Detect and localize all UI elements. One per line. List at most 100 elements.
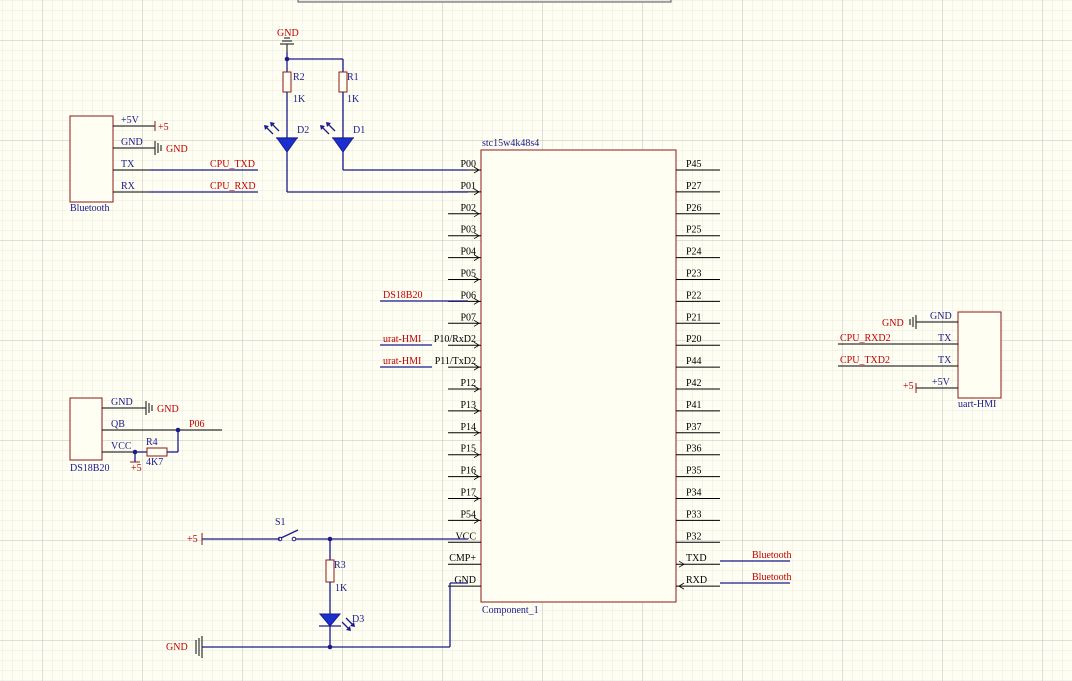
bluetooth-power-label: +5 xyxy=(158,122,169,133)
bluetooth-name: Bluetooth xyxy=(70,203,109,214)
mcu-left-pin-label: P06 xyxy=(460,290,476,301)
mcu-left-pin-arrow-icon xyxy=(473,276,480,283)
bluetooth-gnd-label: GND xyxy=(166,144,188,155)
bluetooth-body xyxy=(69,115,114,203)
r4-ref: R4 xyxy=(146,437,158,448)
mcu-left-pin-arrow-icon xyxy=(473,385,480,393)
uart-hmi-body xyxy=(957,311,1002,399)
ds18b20-power-label: +5 xyxy=(131,463,142,474)
uart-hmi-pin-gnd: GND xyxy=(930,311,952,322)
mcu-right-pin-label: P37 xyxy=(686,422,702,433)
r4-value: 4K7 xyxy=(146,457,163,468)
ds18b20-gnd-label: GND xyxy=(157,404,179,415)
ds18b20-pin-gnd: GND xyxy=(111,397,133,408)
mcu-left-pin-label: P05 xyxy=(460,269,476,280)
mcu-right-pin-label: P32 xyxy=(686,531,702,542)
resistor-r2[interactable]: R2 1K xyxy=(282,71,306,125)
mcu-right-pin-label: P35 xyxy=(686,466,702,477)
mcu-left-pin-arrow-icon xyxy=(473,232,480,240)
net-cpu-rxd2: CPU_RXD2 xyxy=(840,333,891,344)
resistor-r4[interactable]: R4 4K7 +5 xyxy=(130,437,178,474)
mcu-left-pin-label: GND xyxy=(454,575,476,586)
uart-hmi-pin-tx2: TX xyxy=(938,355,952,366)
mcu-left-pin-label: P03 xyxy=(460,225,476,236)
mcu-component[interactable]: stc15w4k48s4 Component_1 P00P01P02P03P04… xyxy=(434,138,720,616)
switch-s1[interactable]: S1 xyxy=(275,517,468,542)
vcc-input: +5 xyxy=(187,533,280,545)
toolbar-edge xyxy=(297,0,672,3)
mcu-left-pin-label: P07 xyxy=(460,312,476,323)
uart-hmi-gnd-icon xyxy=(909,315,917,329)
bluetooth-pin-gnd: GND xyxy=(121,137,143,148)
mcu-left-pin-label: P04 xyxy=(460,247,476,258)
mcu-left-pin-label: P13 xyxy=(460,400,476,411)
mcu-left-pin-label: P02 xyxy=(460,203,476,214)
mcu-right-pin-label: P21 xyxy=(686,312,702,323)
net-cpu-txd2: CPU_TXD2 xyxy=(840,355,890,366)
led-d1[interactable]: D1 xyxy=(320,122,468,171)
mcu-left-pin-label: P00 xyxy=(460,159,476,170)
mcu-right-pin-label: P22 xyxy=(686,290,702,301)
bluetooth-pin-rx: RX xyxy=(121,181,136,192)
mcu-left-pin-arrow-icon xyxy=(473,298,480,305)
mcu-designator: stc15w4k48s4 xyxy=(482,138,539,149)
mcu-left-pin-label: P14 xyxy=(460,422,476,433)
bottom-gnd: GND xyxy=(166,582,468,658)
r2-ref: R2 xyxy=(293,72,305,83)
mcu-txd-arrow-icon xyxy=(678,560,685,568)
mcu-left-pin-label: P17 xyxy=(460,488,476,499)
mcu-left-pin-label: P54 xyxy=(460,509,476,520)
top-gnd-symbol: GND xyxy=(277,28,299,52)
mcu-left-pin-label: P12 xyxy=(460,378,476,389)
led-d3[interactable]: D3 xyxy=(318,613,364,647)
mcu-left-pin-arrow-icon xyxy=(473,363,480,371)
net-cpu-rxd: CPU_RXD xyxy=(210,181,256,192)
uart-hmi-gnd-label: GND xyxy=(882,318,904,329)
d3-ref: D3 xyxy=(352,614,364,625)
d2-ref: D2 xyxy=(297,125,309,136)
net-urat-hmi-2: urat-HMI xyxy=(383,356,421,367)
mcu-right-pin-label: P20 xyxy=(686,334,702,345)
mcu-right-pin-label: P34 xyxy=(686,488,702,499)
mcu-left-pin-label: P01 xyxy=(460,181,476,192)
net-cpu-txd: CPU_TXD xyxy=(210,159,255,170)
net-ds18b20: DS18B20 xyxy=(383,290,422,301)
resistor-r1[interactable]: R1 1K xyxy=(338,71,360,125)
d1-ref: D1 xyxy=(353,125,365,136)
bluetooth-pin-5v: +5V xyxy=(121,115,140,126)
led-d2[interactable]: D2 xyxy=(264,122,468,193)
uart-hmi-power-label: +5 xyxy=(903,381,914,392)
mcu-right-pins: P45P27P26P25P24P23P22P21P20P44P42P41P37P… xyxy=(676,159,720,590)
mcu-left-pin-arrow-icon xyxy=(473,188,480,196)
ds18b20-pin-qb: QB xyxy=(111,419,125,430)
mcu-left-pin-arrow-icon xyxy=(473,341,480,349)
mcu-right-pin-label: P25 xyxy=(686,225,702,236)
mcu-left-pin-arrow-icon xyxy=(473,473,480,480)
bottom-gnd-label: GND xyxy=(166,642,188,653)
mcu-left-pin-arrow-icon xyxy=(473,451,480,459)
mcu-right-pin-label: P33 xyxy=(686,509,702,520)
bluetooth-gnd-icon xyxy=(154,141,162,155)
s1-ref: S1 xyxy=(275,517,286,528)
ds18b20-gnd-icon xyxy=(145,401,153,415)
mcu-comment: Component_1 xyxy=(482,605,539,616)
mcu-left-pin-label: P15 xyxy=(460,444,476,455)
resistor-r3[interactable]: R3 1K xyxy=(325,539,348,614)
mcu-left-pin-label: P16 xyxy=(460,466,476,477)
mcu-right-pin-label: P45 xyxy=(686,159,702,170)
uart-hmi-module[interactable]: uart-HMI GND TX TX +5V GND CPU_RXD2 CPU_… xyxy=(838,311,1002,410)
mcu-right-pin-label: P42 xyxy=(686,378,702,389)
uart-hmi-pin-5v: +5V xyxy=(932,377,951,388)
ds18b20-sensor[interactable]: DS18B20 GND QB VCC GND P06 xyxy=(69,397,222,474)
top-gnd-wires xyxy=(284,52,344,72)
bluetooth-module[interactable]: Bluetooth +5V GND TX RX +5 GND CPU_TXD C… xyxy=(69,115,258,214)
net-p06: P06 xyxy=(189,419,205,430)
uart-hmi-pin-tx1: TX xyxy=(938,333,952,344)
net-bluetooth-txd: Bluetooth xyxy=(752,550,791,561)
mcu-left-pin-label: VCC xyxy=(455,531,476,542)
net-bluetooth-rxd: Bluetooth xyxy=(752,572,791,583)
mcu-left-pin-arrow-icon xyxy=(473,210,480,218)
r1-value: 1K xyxy=(347,94,360,105)
uart-hmi-name: uart-HMI xyxy=(958,399,996,410)
mcu-left-pin-arrow-icon xyxy=(473,319,480,327)
